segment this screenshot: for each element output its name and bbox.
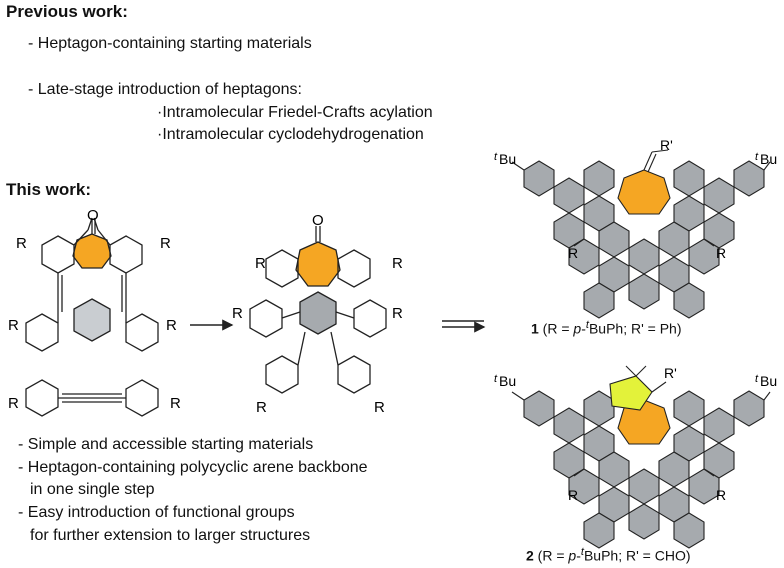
tbu-super: t: [494, 151, 498, 163]
r-group: R: [568, 245, 578, 261]
bullet-simple-starting: - Simple and accessible starting materia…: [18, 436, 314, 453]
r-group: R: [16, 235, 27, 252]
bullet-heptagon-backbone: - Heptagon-containing polycyclic arene b…: [18, 459, 368, 476]
benzene-ring: [337, 355, 371, 394]
previous-work-heading: Previous work:: [6, 2, 128, 21]
bullet-one-step: in one single step: [30, 481, 155, 498]
previous-subitem-cyclodehydrogenation: ·Intramolecular cyclodehydrogenation: [157, 126, 424, 143]
bullet-functional-groups: - Easy introduction of functional groups: [18, 504, 295, 521]
tbu-group: Bu: [760, 373, 777, 389]
orange-heptagon-intermediate: [295, 241, 341, 287]
r-prime-group: R': [660, 137, 673, 153]
compound-2-number: 2: [526, 547, 534, 564]
benzene-ring: [25, 313, 59, 352]
orange-heptagon-2: [617, 399, 671, 445]
r-group: R: [232, 305, 243, 322]
intermediate-ketone: [249, 226, 387, 394]
tbu-group: Bu: [499, 151, 516, 167]
previous-item-heptagon-starting: - Heptagon-containing starting materials: [28, 35, 312, 52]
previous-subitem-friedel-crafts: ·Intramolecular Friedel-Crafts acylation: [157, 104, 433, 121]
benzene-ring: [265, 249, 299, 288]
benzene-ring: [25, 379, 59, 417]
tbu-group: Bu: [760, 151, 777, 167]
grey-central-benzene: [299, 291, 337, 335]
benzene-ring: [353, 299, 387, 338]
compound-1-label: 1 (R = p-tBuPh; R' = Ph): [531, 319, 682, 337]
r-group: R: [374, 399, 385, 416]
r-group: R: [568, 487, 578, 503]
r-group: R: [166, 317, 177, 334]
bullet-further-extension: for further extension to larger structur…: [30, 527, 311, 544]
r-prime-group: R': [664, 365, 677, 381]
tbu-super: t: [494, 373, 498, 385]
oxygen-atom-start: O: [87, 207, 99, 224]
tbu-super: t: [755, 373, 759, 385]
r-group: R: [392, 305, 403, 322]
benzene-ring: [109, 235, 143, 274]
compound-1-structure: [511, 149, 771, 319]
benzene-ring: [337, 249, 371, 288]
compound-2-structure: [511, 365, 771, 549]
r-group: R: [170, 395, 181, 412]
yellow-pentagon-2: [609, 375, 653, 411]
starting-materials: [25, 217, 159, 417]
r-group: R: [392, 255, 403, 272]
compound-1-number: 1: [531, 320, 539, 337]
r-group: R: [160, 235, 171, 252]
r-group: R: [8, 395, 19, 412]
r-group: R: [255, 255, 266, 272]
oxygen-atom-intermediate: O: [312, 212, 324, 229]
compound-2-label: 2 (R = p-tBuPh; R' = CHO): [526, 546, 691, 564]
grey-hexagon-placeholder: [73, 298, 111, 342]
r-group: R: [716, 487, 726, 503]
tbu-super: t: [755, 151, 759, 163]
benzene-ring: [41, 235, 75, 274]
r-group: R: [716, 245, 726, 261]
previous-item-late-stage: - Late-stage introduction of heptagons:: [28, 81, 302, 98]
r-group: R: [8, 317, 19, 334]
this-work-heading: This work:: [6, 180, 92, 199]
tbu-group: Bu: [499, 373, 516, 389]
r-group: R: [256, 399, 267, 416]
benzene-ring: [249, 299, 283, 338]
benzene-ring: [125, 379, 159, 417]
orange-heptagon-1: [617, 169, 671, 215]
benzene-ring: [125, 313, 159, 352]
benzene-ring: [265, 355, 299, 394]
